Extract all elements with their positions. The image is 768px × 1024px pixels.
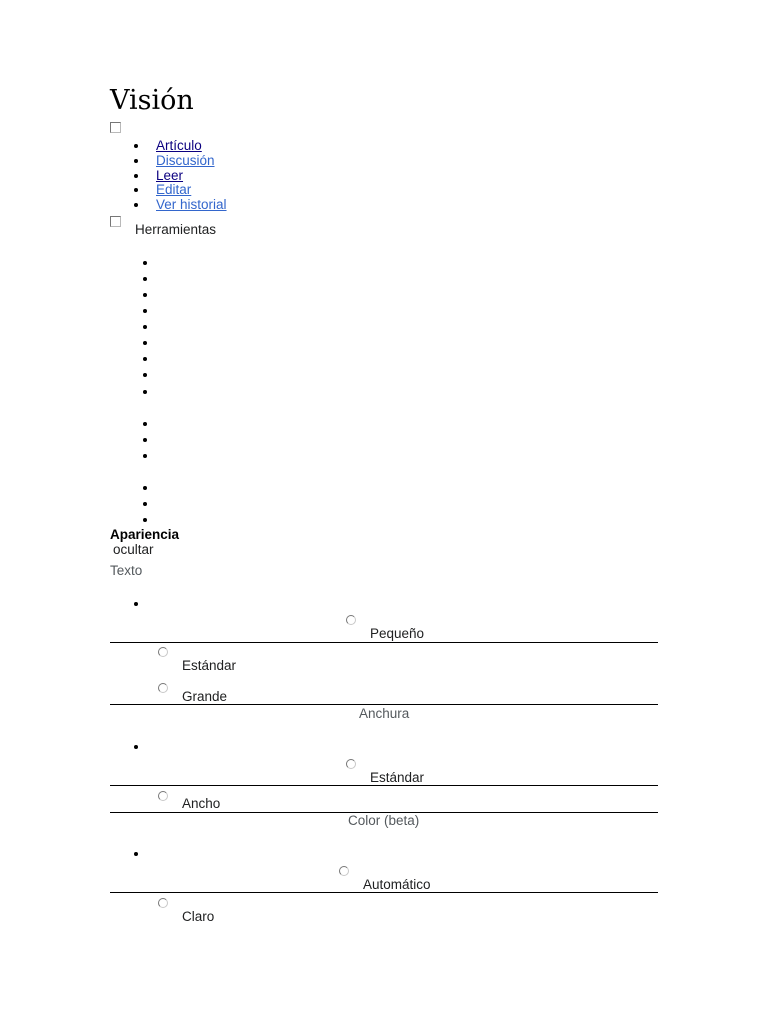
width-standard-label[interactable]: Estándar xyxy=(370,770,425,785)
tab-discussion-link[interactable]: Discusión xyxy=(156,153,215,168)
color-light-radio[interactable] xyxy=(158,898,168,908)
text-standard-label[interactable]: Estándar xyxy=(182,658,237,673)
list-item xyxy=(134,596,157,611)
color-auto-label[interactable]: Automático xyxy=(363,877,431,892)
list-item xyxy=(143,432,166,447)
tab-discussion[interactable]: Discusión xyxy=(134,153,215,168)
color-light-label[interactable]: Claro xyxy=(182,909,215,924)
divider xyxy=(110,704,658,705)
page-title: Visión xyxy=(110,85,194,116)
list-item xyxy=(143,255,166,270)
divider xyxy=(110,892,658,893)
list-item xyxy=(143,271,166,286)
divider xyxy=(110,812,658,813)
tab-edit-link[interactable]: Editar xyxy=(156,182,192,197)
divider xyxy=(110,785,658,786)
list-item xyxy=(143,287,166,302)
list-item xyxy=(143,303,166,318)
appearance-hide-button[interactable]: ocultar xyxy=(113,542,154,557)
list-item xyxy=(143,512,166,527)
width-label: Anchura xyxy=(359,706,410,721)
tab-article[interactable]: Artículo xyxy=(134,138,202,153)
text-small-label[interactable]: Pequeño xyxy=(370,626,425,641)
list-item xyxy=(143,351,166,366)
list-item xyxy=(143,448,166,463)
list-item xyxy=(134,846,157,861)
tools-checkbox[interactable] xyxy=(110,216,121,227)
tools-label[interactable]: Herramientas xyxy=(135,222,217,237)
list-item xyxy=(143,367,166,382)
list-item xyxy=(143,416,166,431)
width-standard-radio[interactable] xyxy=(346,759,356,769)
text-large-label[interactable]: Grande xyxy=(182,689,228,704)
appearance-heading: Apariencia xyxy=(110,527,180,542)
page-actions-checkbox[interactable] xyxy=(110,122,121,133)
tab-edit[interactable]: Editar xyxy=(133,182,192,197)
list-item xyxy=(143,384,166,399)
text-size-label: Texto xyxy=(110,563,143,578)
text-large-radio[interactable] xyxy=(158,683,168,693)
list-item xyxy=(134,739,157,754)
divider xyxy=(110,642,658,643)
width-wide-label[interactable]: Ancho xyxy=(182,796,221,811)
text-small-radio[interactable] xyxy=(346,615,356,625)
list-item xyxy=(143,319,166,334)
color-auto-radio[interactable] xyxy=(339,866,349,876)
tab-history-link[interactable]: Ver historial xyxy=(156,197,227,212)
tab-history[interactable]: Ver historial xyxy=(134,197,227,212)
tab-article-link[interactable]: Artículo xyxy=(156,138,202,153)
list-item xyxy=(143,496,166,511)
width-wide-radio[interactable] xyxy=(158,791,168,801)
color-label: Color (beta) xyxy=(348,813,420,828)
list-item xyxy=(143,335,166,350)
list-item xyxy=(143,480,166,495)
tab-read[interactable]: Leer xyxy=(133,168,184,183)
text-standard-radio[interactable] xyxy=(158,647,168,657)
tab-read-link[interactable]: Leer xyxy=(156,168,184,183)
